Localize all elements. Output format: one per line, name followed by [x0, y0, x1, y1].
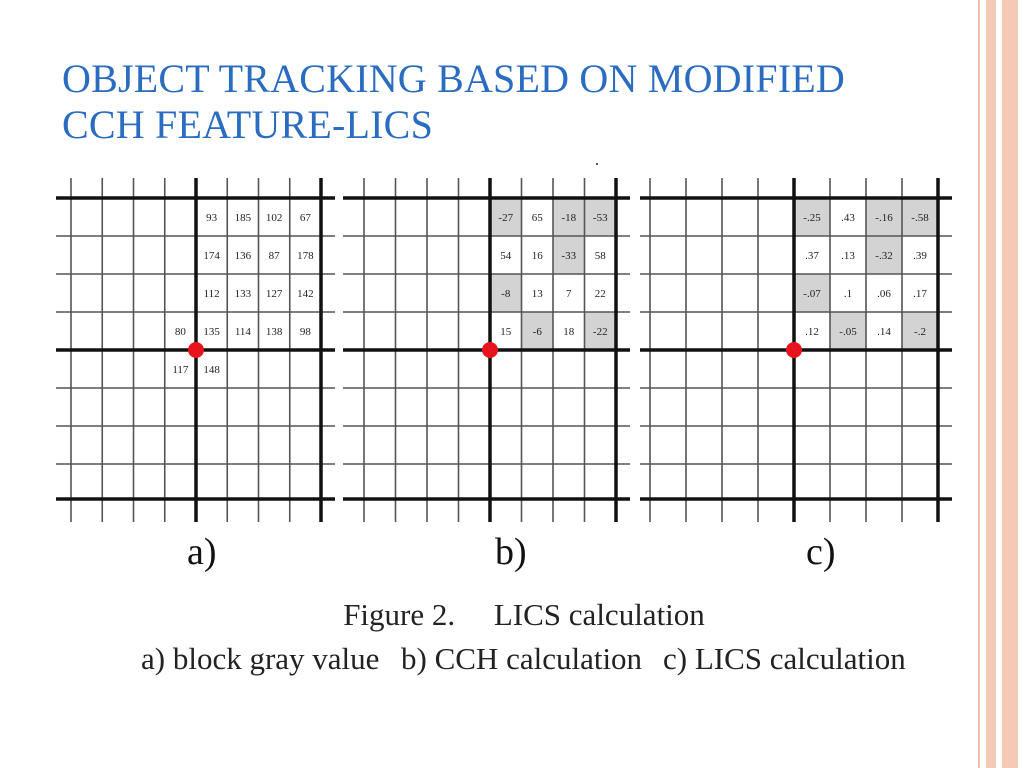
cell-value-extra: 148 — [203, 364, 220, 376]
cell-value: 16 — [532, 250, 544, 262]
decorative-side-stripes — [978, 0, 1024, 768]
cell-value: .14 — [877, 326, 891, 338]
slide-title-line-2: CCH FEATURE-LICS — [62, 102, 434, 147]
shaded-cell — [794, 274, 830, 312]
cell-value: 174 — [203, 250, 220, 262]
cell-value: 185 — [235, 212, 252, 224]
cell-value: 127 — [266, 288, 283, 300]
cell-value: 15 — [500, 326, 512, 338]
panel-label-a: a) — [187, 531, 217, 573]
shaded-cell — [902, 312, 938, 350]
caption-part-c: c) LICS calculation — [663, 641, 906, 676]
stray-dot — [596, 163, 598, 165]
cell-value: 133 — [235, 288, 252, 300]
cell-value: 178 — [297, 250, 314, 262]
cell-value: .17 — [913, 288, 927, 300]
shaded-cell — [794, 198, 830, 236]
cell-value: -18 — [561, 212, 576, 224]
cell-value: 136 — [235, 250, 252, 262]
cell-value: 138 — [266, 326, 283, 338]
shaded-cell — [553, 236, 585, 274]
cell-value: -.32 — [875, 250, 892, 262]
cell-value: .13 — [841, 250, 855, 262]
cell-value: 102 — [266, 212, 283, 224]
cell-value: 112 — [204, 288, 220, 300]
cell-value-extra: 80 — [175, 326, 187, 338]
slide-title: OBJECT TRACKING BASED ON MODIFIED CCH FE… — [62, 56, 992, 148]
cell-value: 93 — [206, 212, 218, 224]
cell-value: -.58 — [911, 212, 929, 224]
cell-value: 58 — [595, 250, 607, 262]
cell-value: .39 — [913, 250, 927, 262]
cell-value: -.16 — [875, 212, 893, 224]
shaded-cell — [584, 312, 616, 350]
shaded-cell — [521, 312, 553, 350]
slide-title-line-1: OBJECT TRACKING BASED ON MODIFIED — [62, 56, 845, 101]
cell-value: 65 — [532, 212, 544, 224]
cell-value: -33 — [561, 250, 576, 262]
cell-value: 135 — [203, 326, 220, 338]
cell-value: 98 — [300, 326, 312, 338]
cell-value-extra: 117 — [172, 364, 189, 376]
cell-value: -.2 — [914, 326, 926, 338]
cell-value: .43 — [841, 212, 855, 224]
cell-value: -.25 — [803, 212, 821, 224]
cell-value: -22 — [593, 326, 608, 338]
cell-value: 13 — [532, 288, 544, 300]
cell-value: 7 — [566, 288, 572, 300]
figure-caption-title: Figure 2. LICS calculation — [343, 597, 705, 632]
caption-part-a: a) block gray value — [141, 641, 380, 676]
caption-part-b: b) CCH calculation — [401, 641, 643, 676]
shaded-cell — [490, 198, 522, 236]
shaded-cell — [866, 198, 902, 236]
shaded-cell — [902, 198, 938, 236]
origin-marker — [786, 342, 802, 358]
shaded-cell — [830, 312, 866, 350]
cell-value: -8 — [501, 288, 511, 300]
shaded-cell — [584, 198, 616, 236]
stripe-medium — [986, 0, 996, 768]
shaded-cell — [553, 198, 585, 236]
cell-value: 22 — [595, 288, 606, 300]
shaded-cell — [866, 236, 902, 274]
cell-value: 54 — [500, 250, 512, 262]
cell-value: -6 — [533, 326, 543, 338]
cell-value: 142 — [297, 288, 314, 300]
stripe-thin — [978, 0, 980, 768]
cell-value: 87 — [269, 250, 281, 262]
cell-value: -27 — [498, 212, 513, 224]
stripe-wide — [1002, 0, 1018, 768]
shaded-cell — [490, 274, 522, 312]
origin-marker — [482, 342, 498, 358]
cell-value: .12 — [805, 326, 819, 338]
cell-value: .37 — [805, 250, 819, 262]
panel-label-b: b) — [495, 531, 527, 573]
cell-value: -.05 — [839, 326, 857, 338]
cell-value: 18 — [563, 326, 575, 338]
origin-marker — [188, 342, 204, 358]
cell-value: 114 — [235, 326, 252, 338]
cell-value: .1 — [844, 288, 852, 300]
cell-value: -53 — [593, 212, 608, 224]
cell-value: 67 — [300, 212, 312, 224]
cell-value: .06 — [877, 288, 891, 300]
panel-label-c: c) — [806, 531, 836, 573]
cell-value: -.07 — [803, 288, 821, 300]
